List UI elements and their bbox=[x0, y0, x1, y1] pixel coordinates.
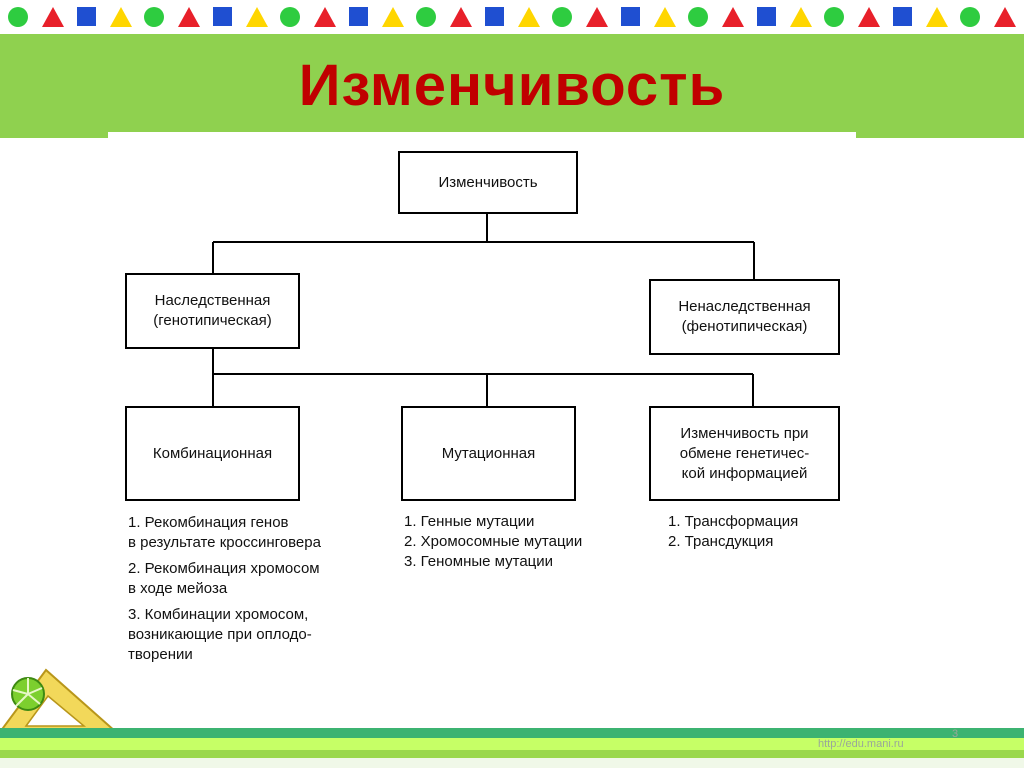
decor-shape bbox=[246, 7, 268, 27]
decor-shape bbox=[8, 7, 28, 27]
decor-shape bbox=[416, 7, 436, 27]
non-hereditary-sublabel: (фенотипическая) bbox=[681, 318, 808, 335]
list-item: в ходе мейоза bbox=[128, 580, 228, 597]
decor-shape bbox=[621, 7, 640, 26]
page-title: Изменчивость bbox=[298, 53, 726, 118]
mutational-label: Мутационная bbox=[441, 444, 536, 462]
decor-shape bbox=[485, 7, 504, 26]
page-number: 3 bbox=[952, 728, 959, 740]
decor-shape bbox=[586, 7, 608, 27]
decor-shape bbox=[858, 7, 880, 27]
exchange-label-line1: Изменчивость при bbox=[680, 424, 809, 442]
root-box: Изменчивость bbox=[398, 151, 578, 214]
decor-shape bbox=[994, 7, 1016, 27]
decor-shape bbox=[824, 7, 844, 27]
bottom-decoration bbox=[0, 728, 1024, 768]
ruler-triangle-icon bbox=[0, 668, 118, 732]
decor-shape bbox=[722, 7, 744, 27]
list-item: 1. Генные мутации bbox=[404, 513, 535, 530]
list-item: возникающие при оплодо- bbox=[128, 626, 312, 643]
title-banner bbox=[0, 34, 1024, 138]
hereditary-label: Наследственная bbox=[154, 292, 271, 309]
decor-shape bbox=[926, 7, 948, 27]
decor-shape bbox=[77, 7, 96, 26]
list-item: творении bbox=[128, 646, 193, 663]
non-hereditary-label: Ненаследственная bbox=[678, 298, 811, 315]
root-label: Изменчивость bbox=[438, 173, 538, 191]
decor-shape bbox=[178, 7, 200, 27]
list-item: 1. Рекомбинация генов bbox=[128, 514, 289, 531]
exchange-label-line2: обмене генетичес- bbox=[679, 444, 810, 462]
decor-shape bbox=[450, 7, 472, 27]
list-item: 3. Комбинации хромосом, bbox=[128, 606, 309, 623]
decor-shape bbox=[280, 7, 300, 27]
decor-shape bbox=[42, 7, 64, 27]
top-decoration bbox=[0, 0, 1024, 34]
exchange-label-line3: кой информацией bbox=[681, 464, 808, 482]
decor-shape bbox=[960, 7, 980, 27]
decor-shape bbox=[688, 7, 708, 27]
decor-shape bbox=[518, 7, 540, 27]
combinational-label: Комбинационная bbox=[152, 444, 273, 462]
list-item: в результате кроссинговера bbox=[128, 534, 321, 551]
mutational-list: 1. Генные мутации 2. Хромосомные мутации… bbox=[404, 512, 582, 572]
shapes-pattern-icon bbox=[8, 7, 1016, 27]
list-item: 2. Трансдукция bbox=[668, 533, 774, 550]
decor-shape bbox=[213, 7, 232, 26]
combinational-box: Комбинационная bbox=[125, 406, 300, 501]
non-hereditary-box: Ненаследственная (фенотипическая) bbox=[649, 279, 840, 355]
footer-url: http://edu.mani.ru bbox=[818, 738, 904, 750]
hereditary-sublabel: (генотипическая) bbox=[153, 312, 272, 329]
combinational-list: 1. Рекомбинация генов в результате кросс… bbox=[128, 513, 321, 665]
list-item: 2. Рекомбинация хромосом bbox=[128, 560, 320, 577]
decor-shape bbox=[349, 7, 368, 26]
decor-shape bbox=[382, 7, 404, 27]
hereditary-box: Наследственная (генотипическая) bbox=[125, 273, 300, 349]
mutational-box: Мутационная bbox=[401, 406, 576, 501]
list-item: 2. Хромосомные мутации bbox=[404, 533, 583, 550]
decor-shape bbox=[552, 7, 572, 27]
exchange-box: Изменчивость при обмене генетичес- кой и… bbox=[649, 406, 840, 501]
decor-shape bbox=[110, 7, 132, 27]
decor-shape bbox=[654, 7, 676, 27]
decor-shape bbox=[757, 7, 776, 26]
list-item: 3. Геномные мутации bbox=[404, 553, 554, 570]
list-item: 1. Трансформация bbox=[668, 513, 799, 530]
decor-shape bbox=[144, 7, 164, 27]
decor-shape bbox=[314, 7, 336, 27]
decor-shape bbox=[893, 7, 912, 26]
exchange-list: 1. Трансформация 2. Трансдукция bbox=[668, 512, 798, 552]
decor-shape bbox=[790, 7, 812, 27]
